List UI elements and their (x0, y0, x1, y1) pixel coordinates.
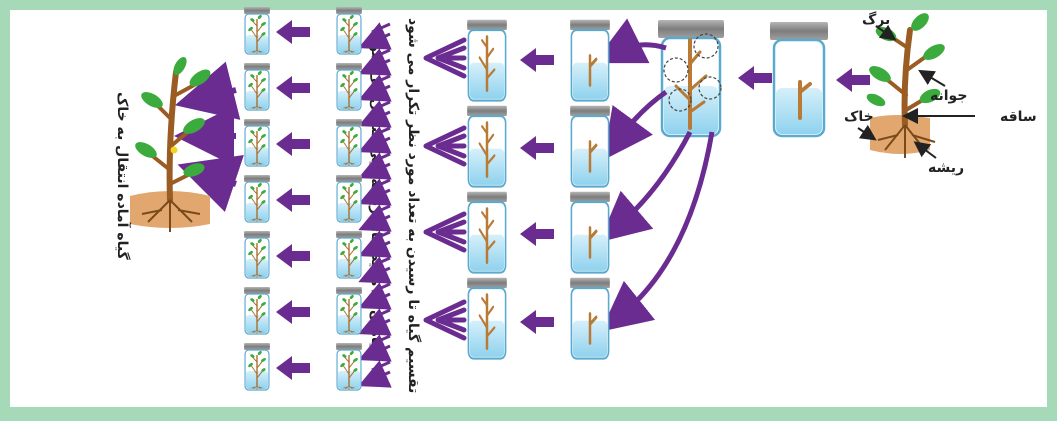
culture-jar-cutting (770, 22, 828, 138)
final-plant-caption: گیاه آماده انتقال به خاک (114, 92, 132, 261)
label-soil: خاک (844, 109, 874, 125)
cutting-tube-1 (568, 17, 612, 103)
rooting-tubes-column (335, 6, 363, 391)
rooted-plantlets-column (243, 6, 271, 391)
final-plant (130, 56, 211, 232)
label-leaf: برگ (862, 11, 890, 28)
label-stem: ساقه (1000, 109, 1037, 125)
arrows-to-final-plant (174, 61, 244, 212)
branched-tube-1 (465, 17, 509, 103)
cutting-tube-3 (568, 190, 612, 275)
branched-tube-2 (465, 104, 509, 189)
repeat-division-note: تقسیم گیاه تا رسیدن به تعداد مورد نظر تک… (405, 18, 422, 393)
division-arrows (593, 18, 715, 332)
label-root: ریشه (928, 160, 964, 176)
label-bud: جوانه (930, 88, 967, 104)
cutting-tube-4 (568, 276, 612, 361)
cutting-tube-2 (568, 104, 612, 189)
branched-tube-4 (465, 276, 509, 361)
branched-tube-3 (465, 190, 509, 275)
multiplication-jar (658, 20, 724, 138)
mother-plant-labels: برگ جوانه ساقه خاک ریشه (844, 11, 1037, 176)
